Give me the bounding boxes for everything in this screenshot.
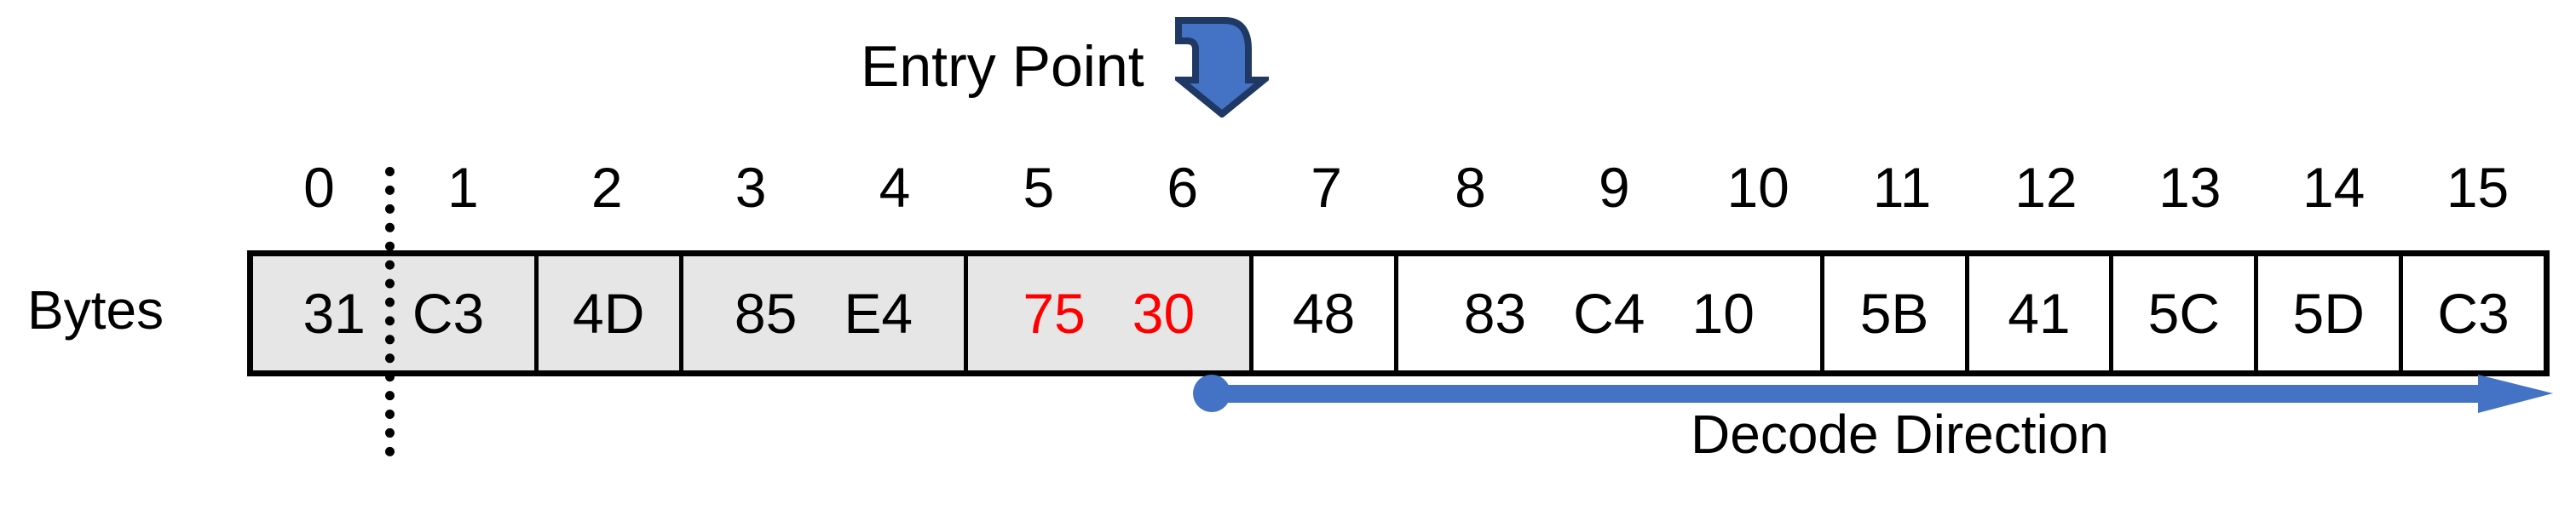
instruction-cell[interactable]: 41 [1968,256,2114,370]
byte-index: 1 [447,156,479,219]
instruction-cell[interactable]: 83 C4 10 [1398,256,1824,370]
byte-index: 0 [303,156,335,219]
instruction-cell[interactable]: 48 [1253,256,1398,370]
byte-index: 11 [1872,156,1932,219]
instruction-cell[interactable]: 31 C3 [253,256,539,370]
instruction-bytes: C3 [2437,282,2510,345]
instruction-cell[interactable]: 5D [2258,256,2404,370]
instruction-bytes: 5B [1859,282,1929,345]
instruction-bytes: 75 30 [1023,282,1196,345]
entry-point-annotation: Entry Point [861,15,1273,119]
instruction-bytes: 41 [2008,282,2071,345]
byte-index: 13 [2158,156,2222,219]
byte-index: 15 [2446,156,2510,219]
byte-index: 2 [591,156,623,219]
byte-index-ruler: 0 1 2 3 4 5 6 7 8 9 10 11 12 13 14 15 [247,155,2550,220]
bytes-row-label: Bytes [27,279,164,341]
instruction-bytes: 85 E4 [734,282,913,345]
instruction-cell-highlighted[interactable]: 75 30 [968,256,1254,370]
byte-sequence-table: 31 C3 4D 85 E4 75 30 48 83 C4 10 5B 41 5… [247,250,2550,376]
byte-index: 14 [2302,156,2366,219]
instruction-cell[interactable]: C3 [2403,256,2544,370]
instruction-cell[interactable]: 4D [538,256,683,370]
byte-index: 10 [1726,156,1789,219]
instruction-bytes: 4D [573,282,645,345]
bent-arrow-down-icon [1170,15,1273,119]
decode-direction-label: Decode Direction [1691,404,2109,465]
byte-index: 6 [1167,156,1199,219]
instruction-bytes: 5D [2292,282,2365,345]
byte-index: 4 [879,156,911,219]
instruction-cell[interactable]: 5B [1824,256,1969,370]
byte-index: 5 [1023,156,1055,219]
byte-index: 3 [735,156,767,219]
right-arrow-icon [1193,375,2573,434]
instruction-bytes: 48 [1292,282,1356,345]
instruction-cell[interactable]: 85 E4 [683,256,969,370]
byte-index: 9 [1598,156,1630,219]
byte-index: 7 [1311,156,1342,219]
byte-index: 12 [2014,156,2078,219]
instruction-cell[interactable]: 5C [2113,256,2259,370]
instruction-bytes: 31 C3 [303,282,485,345]
byte-index: 8 [1455,156,1486,219]
instruction-bytes: 83 C4 10 [1463,282,1755,345]
instruction-bytes: 5C [2147,282,2220,345]
dotted-divider-icon [385,167,395,456]
entry-point-label: Entry Point [861,34,1144,99]
